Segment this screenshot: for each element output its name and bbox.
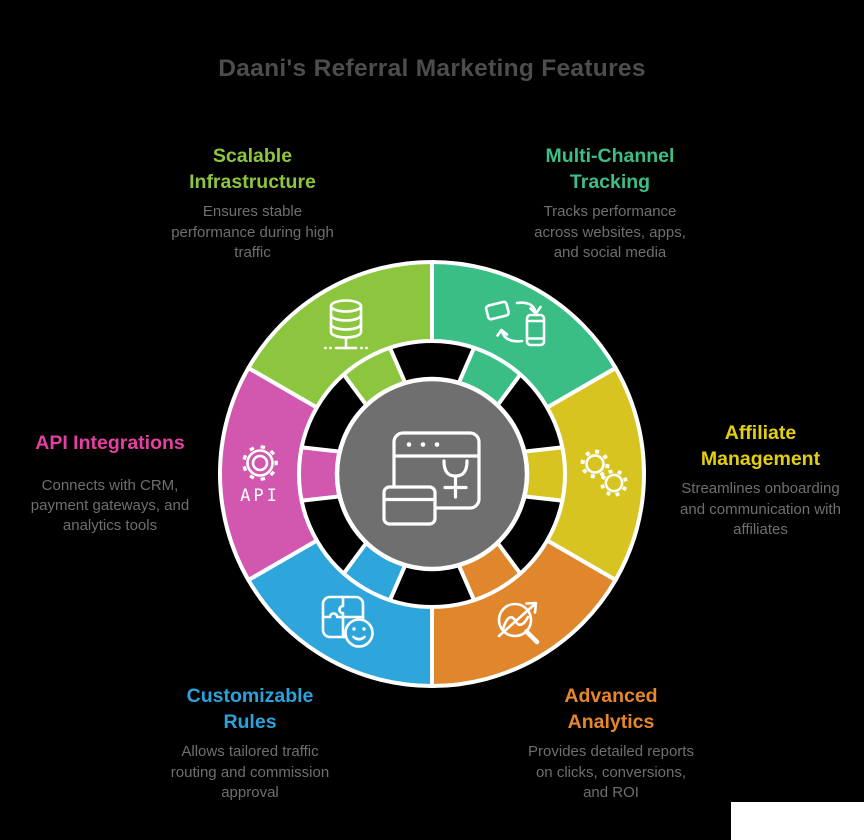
label-advanced-analytics: Advanced Analytics Provides detailed rep… bbox=[526, 684, 696, 803]
feature-description: Connects with CRM, payment gateways, and… bbox=[30, 476, 190, 534]
watermark-box bbox=[731, 802, 864, 840]
feature-description: Provides detailed reports on clicks, con… bbox=[528, 743, 694, 801]
label-api-integrations: API Integrations Connects with CRM, paym… bbox=[15, 431, 205, 536]
feature-title: Multi-Channel Tracking bbox=[545, 145, 675, 193]
label-affiliate-management: Affiliate Management Streamlines onboard… bbox=[668, 421, 853, 540]
feature-title: API Integrations bbox=[35, 432, 185, 454]
puzzle-smiley-icon bbox=[321, 595, 374, 648]
analytics-magnifier-icon bbox=[497, 601, 540, 645]
hub-circle bbox=[334, 376, 530, 572]
api-icon-label: API bbox=[240, 486, 280, 506]
feature-description: Allows tailored traffic routing and comm… bbox=[170, 743, 330, 801]
smiley-face bbox=[344, 618, 374, 648]
feature-description: Ensures stable performance during high t… bbox=[171, 203, 334, 261]
label-multi-channel-tracking: Multi-Channel Tracking Tracks performanc… bbox=[520, 144, 700, 263]
collaboration-gears-icon bbox=[580, 449, 628, 497]
page-title: Daani's Referral Marketing Features bbox=[218, 55, 646, 82]
browser-payment-icon bbox=[382, 431, 481, 526]
api-gear-icon: API bbox=[240, 445, 280, 506]
credit-card-icon bbox=[382, 485, 437, 526]
feature-title: Customizable Rules bbox=[186, 685, 314, 733]
feature-description: Streamlines onboarding and communication… bbox=[680, 480, 841, 538]
feature-title: Affiliate Management bbox=[700, 422, 821, 470]
feature-title: Advanced Analytics bbox=[564, 685, 658, 733]
database-icon bbox=[324, 299, 368, 350]
feature-title: Scalable Infrastructure bbox=[189, 145, 316, 193]
label-customizable-rules: Customizable Rules Allows tailored traff… bbox=[160, 684, 340, 803]
device-sync-icon bbox=[484, 300, 546, 347]
segment-api-integrations bbox=[218, 366, 319, 582]
label-scalable-infrastructure: Scalable Infrastructure Ensures stable p… bbox=[160, 144, 345, 263]
feature-description: Tracks performance across websites, apps… bbox=[534, 203, 686, 261]
